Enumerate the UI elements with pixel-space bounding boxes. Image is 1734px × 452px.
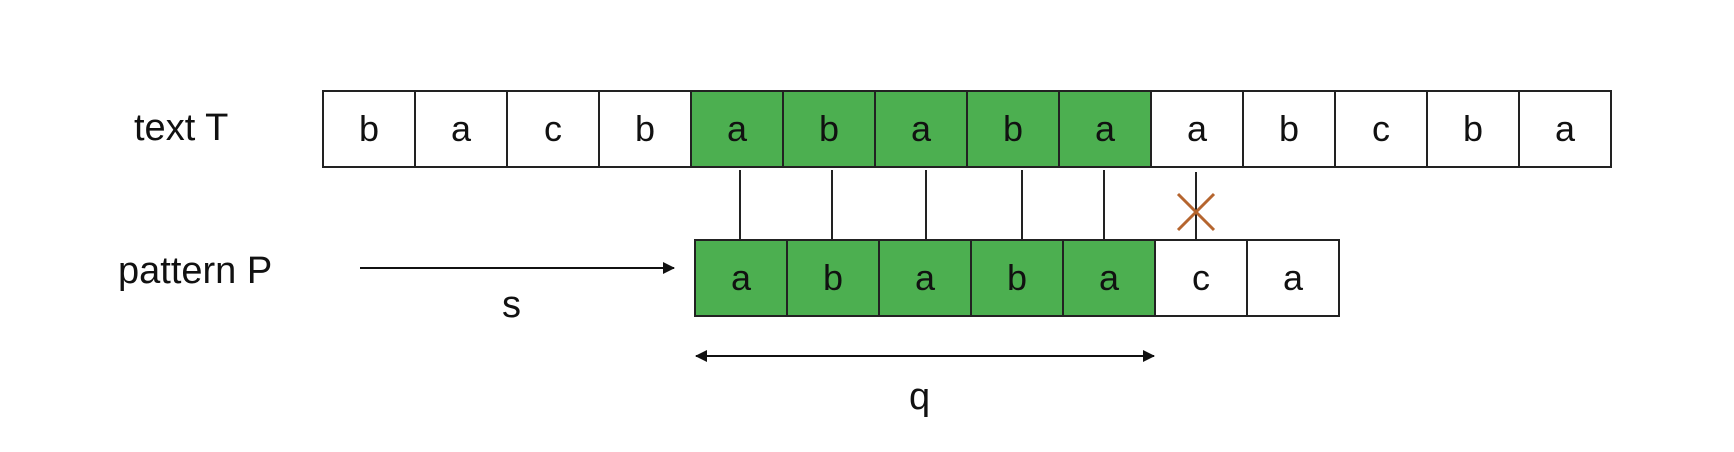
text-row-label: text T [134, 107, 229, 149]
text-cell: b [782, 90, 876, 168]
text-cell: a [1150, 90, 1244, 168]
shift-label: s [502, 284, 521, 326]
match-length-label: q [909, 376, 931, 418]
text-cell: c [1334, 90, 1428, 168]
text-cell: b [598, 90, 692, 168]
text-cell: a [1058, 90, 1152, 168]
match-connector-lines [739, 170, 1105, 240]
pattern-cell: b [970, 239, 1064, 317]
pattern-cell: a [1246, 239, 1340, 317]
text-cell: b [1426, 90, 1520, 168]
pattern-cell: b [786, 239, 880, 317]
text-cell: a [414, 90, 508, 168]
mismatch-x-icon [1176, 192, 1216, 232]
pattern-row-label: pattern P [118, 250, 273, 292]
text-cell: b [966, 90, 1060, 168]
text-cell: a [874, 90, 968, 168]
text-cell: b [1242, 90, 1336, 168]
text-cell: a [1518, 90, 1612, 168]
text-cell: b [322, 90, 416, 168]
pattern-cell: a [1062, 239, 1156, 317]
pattern-cell: a [878, 239, 972, 317]
